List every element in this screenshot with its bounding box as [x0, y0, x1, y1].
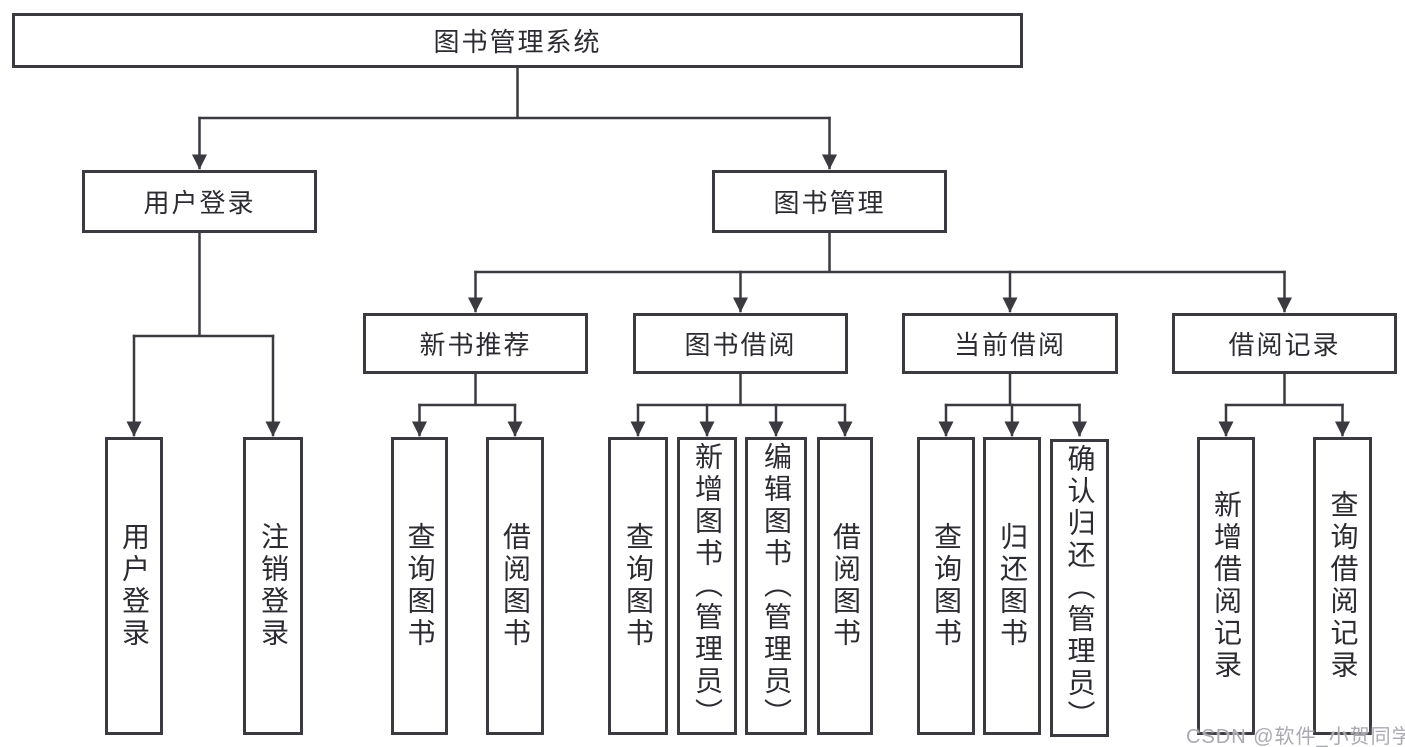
- connector-current-borrowing-children: [938, 372, 1087, 437]
- leaf-logout-login: 注销登录: [243, 437, 303, 735]
- node-new-book-recommend: 新书推荐: [363, 313, 588, 374]
- connector-new-book-recommend-children: [412, 372, 523, 437]
- leaf-label: 借阅图书: [500, 522, 531, 650]
- connector-book-borrowing-children: [630, 372, 853, 437]
- node-label: 新书推荐: [419, 330, 532, 360]
- leaf-label: 注销登录: [258, 522, 289, 650]
- connector-borrow-records-children: [1218, 372, 1350, 437]
- node-borrow-records: 借阅记录: [1172, 313, 1397, 374]
- node-root-library-management-system: 图书管理系统: [12, 13, 1023, 68]
- node-label: 图书管理: [773, 188, 886, 218]
- leaf-user-login: 用户登录: [105, 437, 163, 735]
- node-current-borrowing: 当前借阅: [902, 313, 1118, 374]
- leaf-records-add-borrow-record: 新增借阅记录: [1197, 437, 1255, 735]
- leaf-borrowing-borrow-books: 借阅图书: [817, 437, 873, 735]
- leaf-records-query-borrow-record: 查询借阅记录: [1313, 437, 1372, 735]
- leaf-borrowing-edit-books-admin: 编辑图书（管理员）: [745, 437, 807, 735]
- leaf-label: 新增借阅记录: [1211, 490, 1242, 682]
- leaf-label: 借阅图书: [830, 522, 861, 650]
- leaf-current-query-books: 查询图书: [917, 437, 975, 735]
- node-book-borrowing: 图书借阅: [633, 313, 848, 374]
- node-label: 当前借阅: [953, 330, 1066, 360]
- leaf-current-confirm-return-admin: 确认归还（管理员）: [1050, 439, 1109, 737]
- node-book-management: 图书管理: [712, 170, 947, 233]
- leaf-label: 确认归还（管理员）: [1064, 444, 1096, 732]
- leaf-label: 查询图书: [623, 522, 654, 650]
- leaf-label: 用户登录: [119, 522, 150, 650]
- leaf-recommend-borrow-books: 借阅图书: [486, 437, 544, 735]
- leaf-label: 查询图书: [931, 522, 962, 650]
- leaf-label: 归还图书: [997, 522, 1028, 650]
- node-label: 用户登录: [143, 188, 256, 218]
- leaf-label: 新增图书（管理员）: [692, 442, 723, 730]
- node-label: 借阅记录: [1228, 330, 1341, 360]
- leaf-borrowing-add-books-admin: 新增图书（管理员）: [677, 437, 737, 735]
- connector-root-to-level2: [192, 66, 837, 170]
- node-user-login: 用户登录: [82, 170, 317, 233]
- connector-user-login-children: [126, 231, 281, 437]
- leaf-current-return-books: 归还图书: [983, 437, 1041, 735]
- leaf-borrowing-query-books: 查询图书: [608, 437, 668, 735]
- leaf-recommend-query-books: 查询图书: [391, 437, 448, 735]
- leaf-label: 查询借阅记录: [1327, 490, 1359, 682]
- node-label: 图书管理系统: [433, 27, 602, 57]
- connector-book-management-children: [468, 231, 1292, 313]
- leaf-label: 查询图书: [404, 522, 436, 650]
- leaf-label: 编辑图书（管理员）: [761, 442, 792, 730]
- csdn-watermark: CSDN @软件_小贺同学: [1186, 726, 1405, 747]
- node-label: 图书借阅: [684, 330, 797, 360]
